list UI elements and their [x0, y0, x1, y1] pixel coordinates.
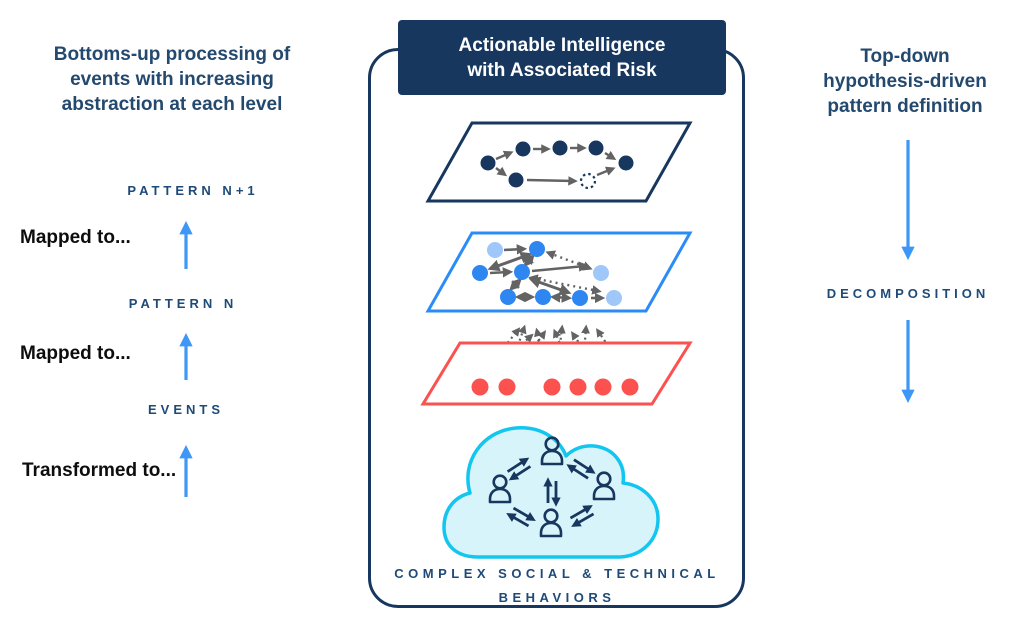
- decomposition-label: DECOMPOSITION: [826, 286, 990, 301]
- event-nodes: [471, 378, 639, 396]
- left-heading-line-1: Bottoms-up processing of: [53, 44, 291, 65]
- right-heading-line-1: Top-down: [860, 46, 950, 67]
- left-heading: Bottoms-up processing of events with inc…: [22, 42, 322, 117]
- left-heading-line-3: abstraction at each level: [61, 94, 283, 115]
- events-layer: [420, 341, 693, 406]
- caption-line-2: BEHAVIORS: [498, 590, 616, 605]
- network-nodes: [472, 241, 622, 306]
- transformed-to-label: Transformed to...: [22, 460, 177, 481]
- pattern-chain-arrows: [495, 143, 617, 186]
- caption-line-1: COMPLEX SOCIAL & TECHNICAL: [394, 566, 720, 581]
- pattern-n-label: PATTERN N: [128, 296, 238, 311]
- pattern-n-plus-1-label: PATTERN N+1: [127, 183, 259, 198]
- mapped-to-upper-label: Mapped to...: [20, 227, 131, 248]
- right-heading-line-3: pattern definition: [827, 96, 983, 117]
- cloud-icon: [442, 426, 660, 559]
- pattern-chain-nodes: [480, 140, 634, 190]
- pattern-n-layer: [425, 231, 693, 313]
- title-box: Actionable Intelligence with Associated …: [398, 20, 726, 95]
- mapped-to-lower-label: Mapped to...: [20, 343, 131, 364]
- title-line-1: Actionable Intelligence: [458, 34, 666, 56]
- right-heading: Top-down hypothesis-driven pattern defin…: [755, 44, 1024, 119]
- right-heading-line-2: hypothesis-driven: [823, 71, 987, 92]
- pattern-n-plus-1-layer: [425, 121, 693, 203]
- events-label: EVENTS: [147, 402, 224, 417]
- dashed-node-icon: [579, 172, 597, 190]
- title-line-2: with Associated Risk: [467, 59, 657, 81]
- left-heading-line-2: events with increasing: [70, 69, 274, 90]
- network-links: [487, 244, 606, 304]
